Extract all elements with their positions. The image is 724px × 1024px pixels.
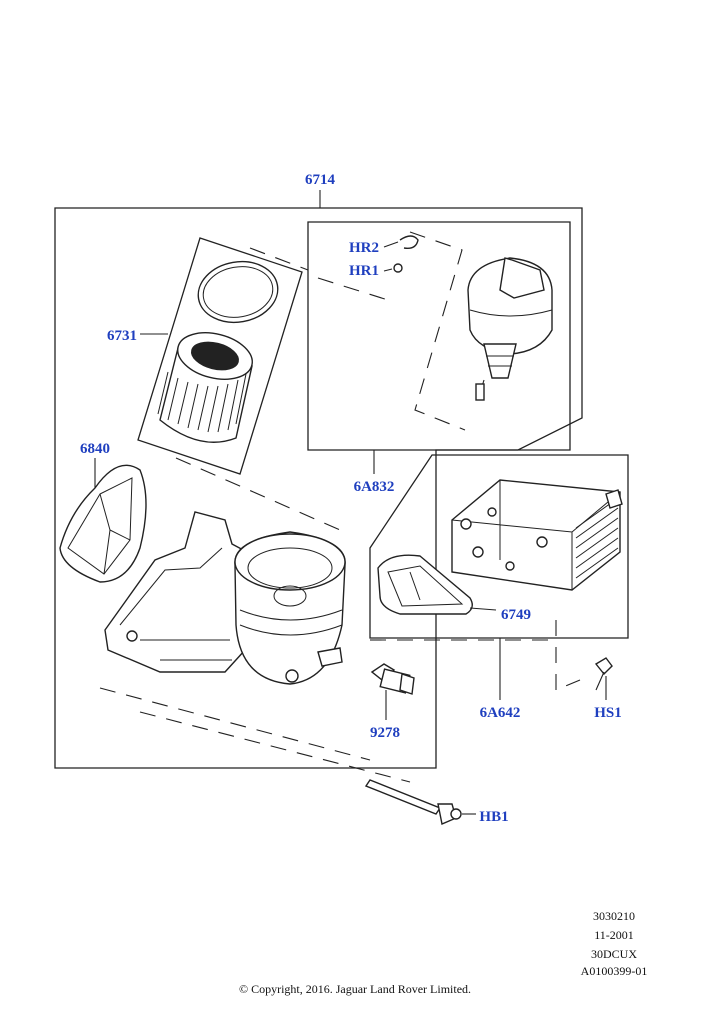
frame-filter-element — [137, 237, 303, 475]
callout-6A642: 6A642 — [480, 705, 521, 721]
callout-6840: 6840 — [80, 441, 110, 457]
o-ring — [197, 260, 279, 324]
screw-hs1 — [594, 657, 613, 691]
ref-line-4: A0100399-01 — [581, 964, 648, 978]
sensor-9278 — [370, 663, 415, 695]
oil-filter-housing — [104, 511, 346, 685]
oil-filter-cap — [467, 257, 553, 401]
callout-hs1: HS1 — [594, 705, 622, 721]
callout-hb1: HB1 — [479, 809, 508, 825]
callout-6714: 6714 — [305, 172, 336, 188]
oil-filter-element — [157, 332, 253, 443]
hr1-clip — [393, 263, 403, 273]
bolt-hb1 — [364, 779, 462, 825]
dashed-assembly-lines — [99, 231, 581, 783]
gasket-6840 — [59, 464, 147, 583]
callout-hr1: HR1 — [349, 263, 379, 279]
copyright-notice: © Copyright, 2016. Jaguar Land Rover Lim… — [239, 982, 471, 996]
oil-cooler — [451, 479, 623, 591]
callout-6749: 6749 — [501, 607, 531, 623]
callout-6731: 6731 — [107, 328, 137, 344]
hr2-clip — [399, 235, 419, 250]
callout-hr2: HR2 — [349, 240, 379, 256]
frame-6A832 — [307, 221, 571, 451]
ref-line-2: 11-2001 — [594, 928, 634, 942]
ref-line-3: 30DCUX — [591, 947, 637, 961]
ref-line-1: 3030210 — [593, 909, 635, 923]
frame-6A642 — [369, 454, 629, 639]
callout-9278: 9278 — [370, 725, 400, 741]
callout-6A832: 6A832 — [354, 479, 395, 495]
